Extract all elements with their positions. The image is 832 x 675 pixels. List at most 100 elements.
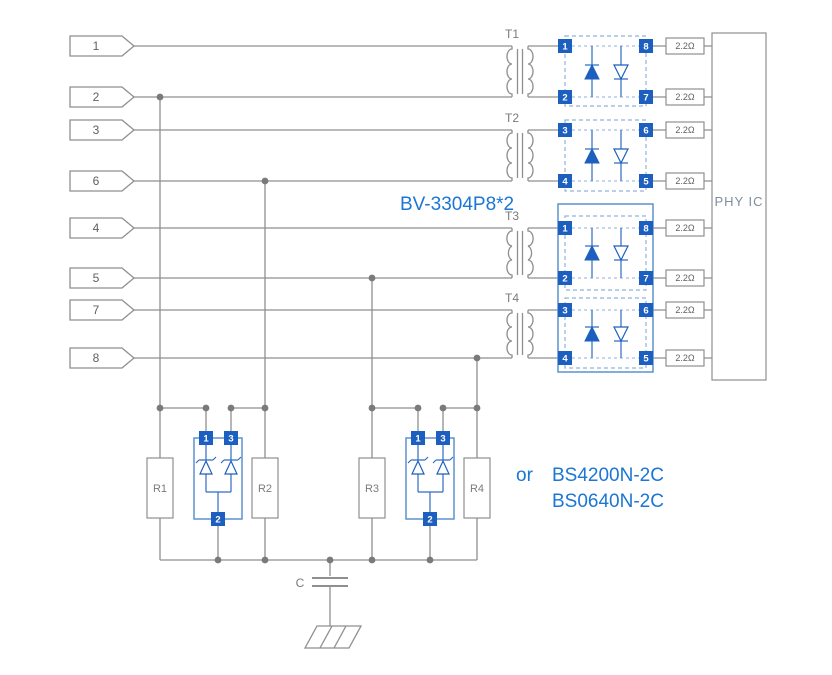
tvs-pin-number: 7 [643, 274, 648, 285]
tvs-pin [558, 221, 572, 235]
tvs-section-box-2 [564, 119, 647, 192]
tvs-pin [639, 123, 653, 137]
tvs-pin [199, 431, 213, 445]
transformer-secondary-windings [527, 46, 534, 358]
tvs-section-box-4 [564, 297, 647, 369]
connector-label: 2 [93, 90, 100, 104]
connector-label: 5 [93, 271, 100, 285]
ground-symbol [303, 625, 363, 649]
tvs-pin [639, 221, 653, 235]
connector-label: 8 [93, 351, 100, 365]
tvs-section-box-3 [564, 215, 647, 291]
transformer-primary-windings [506, 46, 513, 358]
connector-label: 1 [93, 39, 100, 53]
tvs-pin-number: 6 [643, 126, 648, 137]
diode-stems [591, 46, 622, 358]
transformer-label: T2 [505, 111, 519, 125]
junction-dot [368, 274, 376, 282]
tvs-pin [436, 431, 450, 445]
or-label: or [516, 465, 534, 486]
transformer-label: T1 [505, 27, 519, 41]
diode-up-icon [584, 63, 600, 342]
resistor-box [665, 121, 705, 139]
resistor-value: 2.2Ω [675, 176, 695, 186]
tvs-pin [423, 512, 437, 526]
resistor-label: R3 [365, 483, 379, 495]
capacitor: C [296, 576, 348, 590]
resistor-value: 2.2Ω [675, 41, 695, 51]
resistor-box-r1 [146, 457, 174, 519]
bottom-part-number-1: BS4200N-2C [552, 465, 664, 486]
tvs-pin-number: 6 [643, 306, 648, 317]
junction-dot [156, 93, 164, 101]
transformer-label: T4 [505, 291, 519, 305]
tvs-array-ic: 1 2 8 7 3 4 6 5 1 2 8 7 3 4 6 5 [557, 35, 654, 373]
tvs-pin [558, 351, 572, 365]
connector-shape-8 [69, 347, 136, 369]
capacitor-label: C [296, 576, 305, 590]
tvs-pin-number: 8 [643, 42, 648, 53]
resistor-value: 2.2Ω [675, 125, 695, 135]
junction-dot [426, 556, 434, 564]
tvs-pin [558, 123, 572, 137]
transformer-cores [516, 49, 524, 355]
tvs-pin [558, 174, 572, 188]
connector-shape-4 [69, 217, 136, 239]
capacitor-plates [312, 577, 348, 587]
junction-dot [368, 404, 376, 412]
tvs-pin-number: 2 [562, 93, 567, 104]
resistor-label: R4 [470, 483, 484, 495]
resistor-value: 2.2Ω [675, 305, 695, 315]
ground-hatches [319, 625, 347, 649]
resistor-box [665, 172, 705, 190]
series-resistors: 2.2Ω 2.2Ω 2.2Ω 2.2Ω 2.2Ω 2.2Ω 2.2Ω 2.2Ω [665, 37, 705, 367]
connector-shape-7 [69, 299, 136, 321]
termination-resistors: R1 R2 R3 R4 [146, 457, 491, 519]
tvs-part-number: BV-3304P8*2 [400, 194, 514, 215]
tvs-pin-number: 1 [203, 434, 209, 445]
tvs-pin [639, 303, 653, 317]
tvs-pin [558, 39, 572, 53]
phy-ic-label: PHY IC [714, 194, 763, 209]
junction-dot [214, 556, 222, 564]
tvs-package-1-internals [195, 445, 242, 512]
bottom-tvs-packages: 1 3 2 1 3 2 [193, 431, 455, 526]
junction-dots [156, 93, 481, 564]
junction-dot [261, 556, 269, 564]
tvs-pin [558, 303, 572, 317]
junction-dot [261, 404, 269, 412]
tvs-pin-number: 3 [562, 126, 567, 137]
tvs-pin-number: 7 [643, 93, 648, 104]
tvs-pin [639, 174, 653, 188]
tvs-pin-number: 2 [562, 274, 567, 285]
connector-label: 7 [93, 303, 100, 317]
transformer-label: T3 [505, 209, 519, 223]
tvs-pin-number: 4 [562, 354, 568, 365]
tvs-pin [639, 271, 653, 285]
tvs-pin [639, 39, 653, 53]
tvs-pin [411, 431, 425, 445]
phy-ic: PHY IC [711, 32, 767, 381]
transformers: T1 T2 T3 T4 [505, 27, 534, 358]
connector-shape-5 [69, 267, 136, 289]
connector-shape-6 [69, 170, 136, 192]
tvs-pin [639, 90, 653, 104]
connector-label: 3 [93, 123, 100, 137]
tvs-pin [558, 271, 572, 285]
bottom-part-number-2: BS0640N-2C [552, 491, 664, 512]
resistor-box [665, 37, 705, 55]
ground-icon [303, 625, 363, 649]
junction-dot [473, 354, 481, 362]
zener-diode-icon [199, 459, 238, 475]
tvs-pin [639, 351, 653, 365]
tvs-pin-number: 1 [562, 42, 568, 53]
tvs-package-2-internals [407, 445, 454, 512]
junction-dot [414, 404, 422, 412]
junction-dot [326, 556, 334, 564]
junction-dot [473, 404, 481, 412]
connector-shape-3 [69, 119, 136, 141]
resistor-value: 2.2Ω [675, 223, 695, 233]
connector-shape-2 [69, 86, 136, 108]
